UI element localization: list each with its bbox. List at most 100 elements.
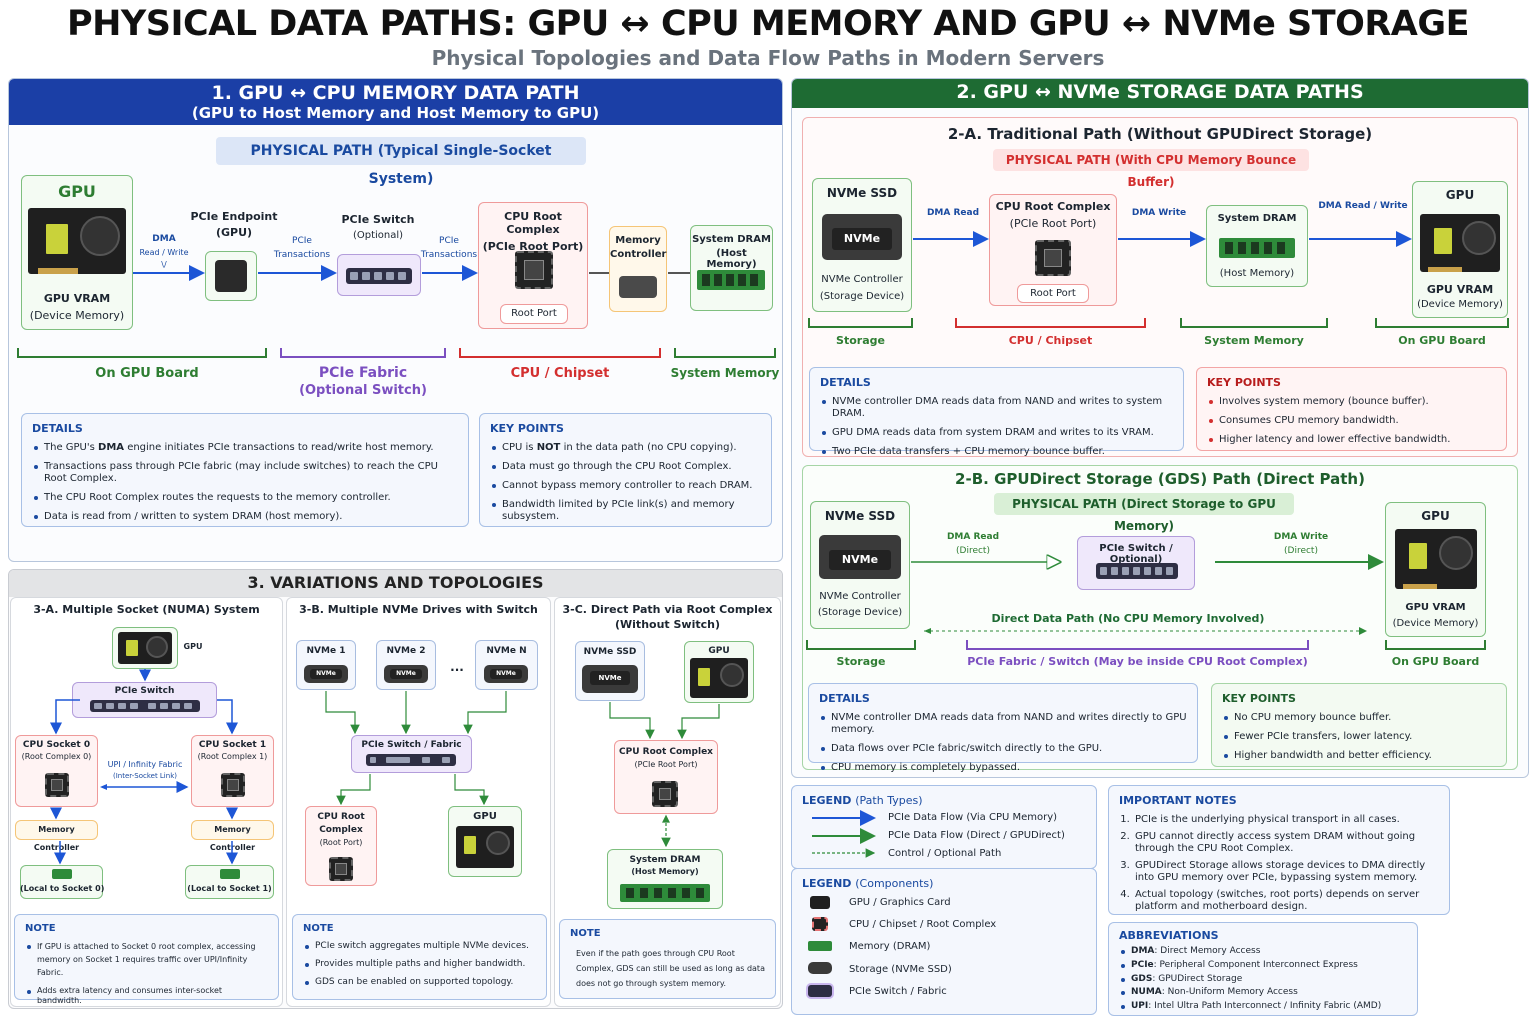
s1-pcie-trans-1: PCIe: [292, 236, 312, 246]
s2a-keypoint-item: Higher latency and lower effective bandw…: [1207, 434, 1496, 446]
s2a-bracket-cpu: [955, 318, 1146, 328]
s3c-subtitle: (Without Switch): [615, 618, 720, 631]
legend-comp-cpu: CPU / Chipset / Root Complex: [849, 919, 997, 930]
s3b-gpu-label: GPU: [473, 811, 497, 822]
s1-details-item: The CPU Root Complex routes the requests…: [32, 492, 458, 504]
s3b-cpu-chip-icon: [329, 857, 353, 881]
s2b-keypoints-box: KEY POINTS No CPU memory bounce buffer. …: [1211, 683, 1507, 767]
s2b-keypoints-title: KEY POINTS: [1222, 692, 1296, 705]
s2a-bracket-sys-label: System Memory: [1204, 334, 1304, 347]
s3a-note-box: NOTE If GPU is attached to Socket 0 root…: [14, 914, 279, 1005]
s3c-note-box: NOTE Even if the path goes through CPU R…: [559, 919, 776, 999]
s3c-dram-host: (Host Memory): [631, 867, 699, 876]
s2a-bracket-sys: [1180, 318, 1328, 328]
s3a-note-title: NOTE: [25, 923, 56, 934]
s2a-cpu-chip-icon: [1035, 240, 1071, 276]
legend-gpu-icon: [810, 896, 830, 909]
s2a-bracket-storage: [808, 318, 913, 328]
s3b-note-title: NOTE: [303, 923, 334, 934]
s3c-gpu-label: GPU: [708, 646, 730, 656]
s3c-cpu-root-label: CPU Root Complex: [619, 747, 713, 757]
s1-bracket-pcie: [280, 348, 446, 358]
s3b-nvme1-icon: NVMe: [304, 665, 348, 683]
s2b-title: 2-B. GPUDirect Storage (GDS) Path (Direc…: [955, 470, 1365, 488]
s3a-gpu-label: GPU: [183, 642, 203, 651]
s3b-root-port-label: (Root Port): [319, 838, 363, 847]
s2b-bracket-storage: [806, 640, 916, 650]
s1-dma-label: DMA: [152, 234, 176, 244]
s1-pcie-switch-icon: [346, 268, 412, 284]
s3a-memctrl1-label: Memory Controller: [209, 825, 256, 852]
s1-bracket-gpu: [17, 348, 267, 358]
abbr-item: UPI: Intel Ultra Path Interconnect / Inf…: [1119, 1001, 1407, 1012]
s1-keypoint-item: Bandwidth limited by PCIe link(s) and me…: [490, 499, 761, 523]
s2b-gpu-card-icon: [1395, 529, 1477, 589]
s2a-keypoint-item: Involves system memory (bounce buffer).: [1207, 396, 1496, 408]
s2b-bracket-pcie: [966, 640, 1309, 650]
s2b-nvme-ssd-icon: NVMe: [819, 535, 901, 579]
s2a-gpu-vram: GPU VRAM: [1426, 283, 1494, 296]
s3c-title: 3-C. Direct Path via Root Complex: [562, 603, 773, 616]
s3a-local1-label: (Local to Socket 1): [187, 884, 272, 893]
s2a-gpu-label: GPU: [1445, 188, 1475, 202]
s1-root-port-box: Root Port: [500, 304, 568, 324]
s1-bracket-sys: [674, 348, 776, 358]
s3a-memctrl1-box: Memory Controller: [191, 820, 274, 852]
s3b-pcie-switch-icon: [366, 754, 456, 766]
s3b-nvme2-label: NVMe 2: [386, 646, 426, 656]
legend-comp-switch: PCIe Switch / Fabric: [849, 986, 947, 997]
s3b-note-box: NOTE PCIe switch aggregates multiple NVM…: [292, 914, 547, 1000]
s3c-dram-label: System DRAM: [629, 855, 701, 865]
legend-cpu-icon: [812, 917, 828, 931]
legend-comp-gpu: GPU / Graphics Card: [849, 897, 951, 908]
s3a-pcie-switch-icon: [90, 700, 200, 712]
s2b-keypoint-item: Fewer PCIe transfers, lower latency.: [1222, 731, 1496, 743]
abbreviations-title: ABBREVIATIONS: [1119, 929, 1219, 942]
abbr-item: GDS: GPUDirect Storage: [1119, 974, 1407, 985]
s2b-bracket-gpu-label: On GPU Board: [1391, 655, 1480, 668]
s1-bracket-pcie-label-2: (Optional Switch): [299, 383, 427, 398]
s3b-cpu-root-label: CPU Root: [317, 812, 365, 822]
s1-keypoint-item: Cannot bypass memory controller to reach…: [490, 480, 761, 492]
page-subtitle: Physical Topologies and Data Flow Paths …: [431, 46, 1105, 70]
s2a-dma-read: DMA Read: [926, 208, 980, 218]
s3a-dram0-box: [20, 865, 103, 899]
s2b-details-item: Data flows over PCIe fabric/switch direc…: [819, 743, 1187, 755]
s1-keypoints-box: KEY POINTS CPU is NOT in the data path (…: [479, 413, 772, 527]
s3a-pcie-switch-label: PCIe Switch: [114, 686, 175, 696]
s3a-dram1-icon: [220, 869, 240, 879]
important-note-item: Actual topology (switches, root ports) d…: [1133, 889, 1439, 913]
s1-mem-ctrl-label: Memory: [615, 235, 661, 246]
s1-pcie-trans-2: PCIe: [439, 236, 459, 246]
s2b-dma-read: DMA Read: [946, 532, 1000, 542]
s1-mem-ctrl-chip-icon: [619, 276, 657, 298]
s1-pcie-endpoint: PCIe Endpoint: [190, 210, 278, 223]
s2b-keypoint-item: No CPU memory bounce buffer.: [1222, 712, 1496, 724]
s1-dma-extra: \/: [161, 260, 167, 269]
s2b-nvme-ssd-label: NVMe SSD: [824, 509, 896, 523]
important-notes-title: IMPORTANT NOTES: [1119, 794, 1237, 807]
legend-switch-icon: [808, 985, 832, 997]
s2b-nvme-ctrl: NVMe Controller: [819, 591, 901, 602]
s2a-bracket-gpu-label: On GPU Board: [1398, 334, 1486, 347]
important-note-item: GPU cannot directly access system DRAM w…: [1133, 831, 1439, 855]
abbr-item: PCIe: Peripheral Component Interconnect …: [1119, 960, 1407, 971]
s1-keypoint-item: Data must go through the CPU Root Comple…: [490, 461, 761, 473]
s2a-details-item: GPU DMA reads data from system DRAM and …: [820, 427, 1173, 439]
s2a-details-box: DETAILS NVMe controller DMA reads data f…: [809, 367, 1184, 457]
s3b-note-item: PCIe switch aggregates multiple NVMe dev…: [303, 941, 536, 952]
page-title: PHYSICAL DATA PATHS: GPU ↔ CPU MEMORY AN…: [66, 4, 1470, 44]
s1-bracket-pcie-label: PCIe Fabric: [318, 365, 408, 381]
s3a-rc1-label: (Root Complex 1): [197, 752, 268, 761]
s2a-bracket-cpu-label: CPU / Chipset: [1008, 334, 1093, 347]
s2b-dma-write: DMA Write: [1273, 532, 1329, 542]
s1-sys-dram-label: System DRAM: [692, 234, 771, 245]
s2a-nvme-ssd-icon: NVMe: [822, 214, 902, 260]
section-1-title: 1. GPU ↔ CPU MEMORY DATA PATH: [211, 82, 580, 104]
s2a-details-title: DETAILS: [820, 376, 871, 389]
s1-dma-rw: Read / Write: [139, 248, 189, 257]
s1-cpu-root-port-sub: (PCIe Root Port): [482, 240, 584, 253]
s2a-nvme-storage-dev: (Storage Device): [819, 291, 905, 302]
s3c-note-title: NOTE: [570, 928, 601, 939]
s3c-cpu-chip-icon: [652, 781, 678, 807]
